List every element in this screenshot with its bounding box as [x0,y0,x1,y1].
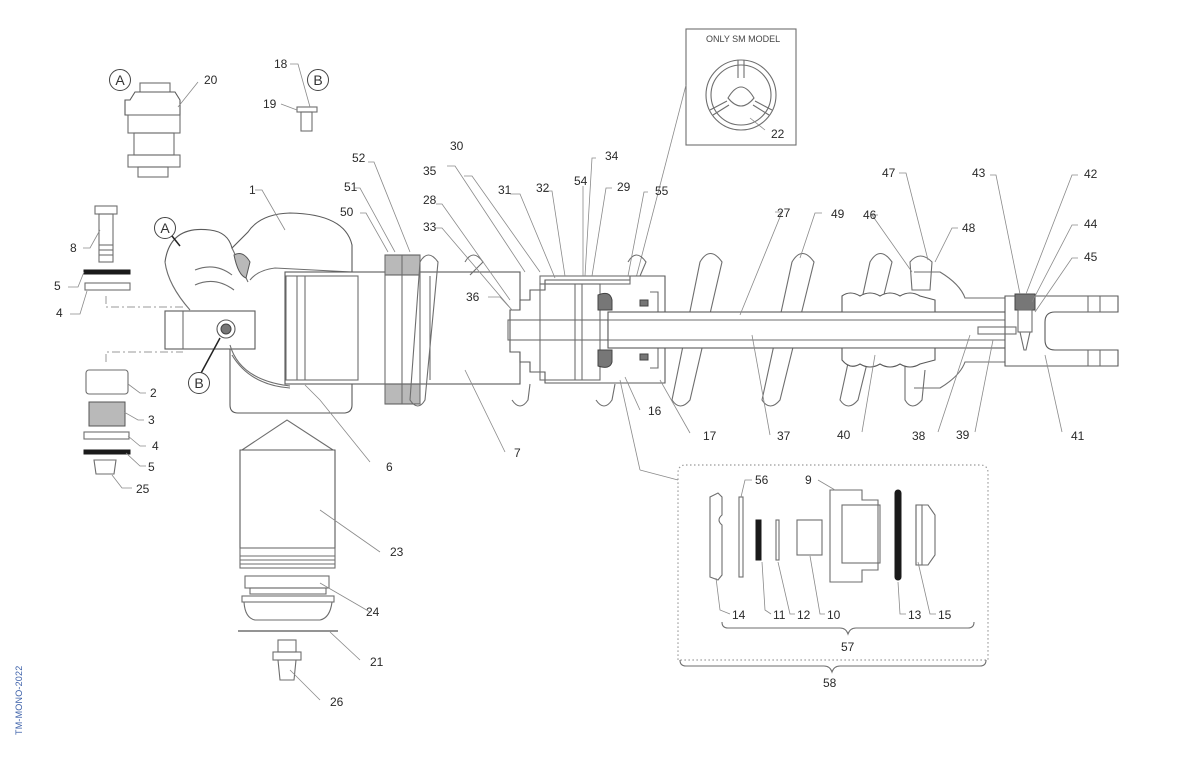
lower-eye-drawing [841,271,1119,389]
part-label-49: 49 [831,207,845,221]
inset-sm-model [685,28,797,146]
inset-title: ONLY SM MODEL [706,34,781,44]
part-label-41: 41 [1071,429,1085,443]
part-label-5-lower: 5 [148,460,155,474]
part-label-16: 16 [648,404,662,418]
cylinder-drawing [284,254,666,405]
part-label-21: 21 [370,655,384,669]
part-label-52: 52 [352,151,366,165]
part-label-4-upper: 4 [56,306,63,320]
part-label-45: 45 [1084,250,1098,264]
part-label-4-lower: 4 [152,439,159,453]
part-label-14: 14 [732,608,746,622]
part-label-57: 57 [841,640,855,654]
part-label-17: 17 [703,429,717,443]
part-label-46: 46 [863,208,877,222]
callout-b-top: B [307,69,329,91]
part-label-54: 54 [574,174,588,188]
part-label-29: 29 [617,180,631,194]
part-label-2: 2 [150,386,157,400]
callout-a-top: A [109,69,131,91]
part-label-56: 56 [755,473,769,487]
part-label-5-upper: 5 [54,279,61,293]
kit-58-box [677,464,989,674]
part-20-drawing [124,82,181,178]
part-label-58: 58 [823,676,837,690]
part-label-9: 9 [805,473,812,487]
part-label-15: 15 [938,608,952,622]
part-label-34: 34 [605,149,619,163]
part-label-30: 30 [450,139,464,153]
document-code: TM-MONO-2022 [14,665,24,735]
part-label-8: 8 [70,241,77,255]
part-label-33: 33 [423,220,437,234]
part-label-50: 50 [340,205,354,219]
part-label-48: 48 [962,221,976,235]
part-label-42: 42 [1084,167,1098,181]
part-label-39: 39 [956,428,970,442]
part-18-19-drawing [296,106,318,132]
part-label-13: 13 [908,608,922,622]
part-label-3: 3 [148,413,155,427]
part-label-36: 36 [466,290,480,304]
part-label-37: 37 [777,429,791,443]
part-label-25: 25 [136,482,150,496]
part-label-47: 47 [882,166,896,180]
callout-a-body: A [154,217,176,239]
part-label-26: 26 [330,695,344,709]
part-label-55: 55 [655,184,669,198]
part-label-6: 6 [386,460,393,474]
part-label-51: 51 [344,180,358,194]
spring-drawing [409,252,933,407]
part-label-1: 1 [249,183,256,197]
part-label-40: 40 [837,428,851,442]
part-label-18: 18 [274,57,288,71]
part-label-20: 20 [204,73,218,87]
part-label-31: 31 [498,183,512,197]
part-label-10: 10 [827,608,841,622]
part-label-28: 28 [423,193,437,207]
leader-lines [255,157,1078,701]
part-label-24: 24 [366,605,380,619]
part-label-27: 27 [777,206,791,220]
reservoir-23-drawing [238,419,338,681]
part-label-38: 38 [912,429,926,443]
bolt-8-drawing [94,205,118,263]
part-label-11: 11 [773,608,786,622]
part-label-32: 32 [536,181,550,195]
part-label-22: 22 [771,127,785,141]
part-label-43: 43 [972,166,986,180]
callout-b-body: B [188,372,210,394]
part-label-12: 12 [797,608,811,622]
part-label-19: 19 [263,97,277,111]
part-label-7: 7 [514,446,521,460]
part-label-35: 35 [423,164,437,178]
part-label-44: 44 [1084,217,1098,231]
part-label-23: 23 [390,545,404,559]
